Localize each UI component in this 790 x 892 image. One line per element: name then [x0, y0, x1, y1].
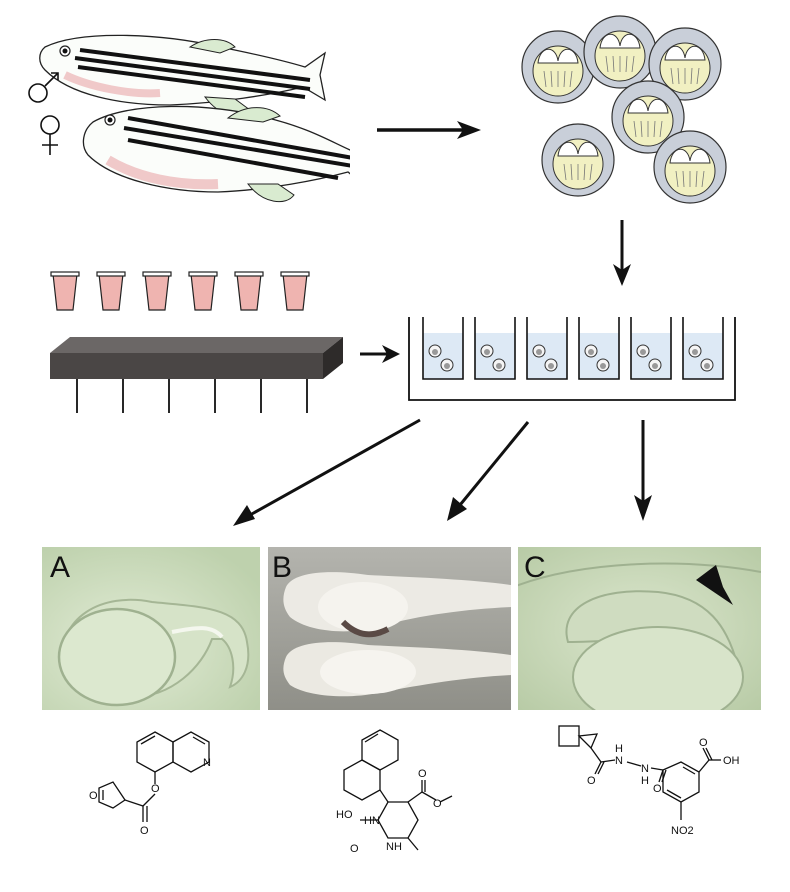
label-hydrazide-n2: N [641, 763, 649, 775]
female-symbol-icon [40, 115, 60, 155]
label-quinoline-n: N [203, 757, 211, 769]
compound-tube [280, 271, 310, 311]
result-arrows [233, 418, 652, 526]
compound-tube [96, 271, 126, 311]
compound-tube [50, 271, 80, 311]
well [526, 317, 568, 380]
chemical-structure-a: N O O O [89, 731, 211, 837]
well [682, 317, 724, 380]
arrow-right-small-icon [360, 345, 400, 363]
embryo-egg [583, 15, 657, 89]
label-carbonyl-o: O [140, 825, 149, 837]
male-symbol-icon [28, 72, 59, 103]
label-hydrazide-nh1: H [615, 743, 623, 755]
label-hydrazide-nh2: H [641, 775, 649, 787]
label-ho: HO [336, 809, 353, 821]
label-hydrazide-n1: N [615, 755, 623, 767]
well [578, 317, 620, 380]
chemical-structure-b: HO HN NH O O O [336, 729, 453, 855]
embryo-egg [611, 80, 685, 154]
well [474, 317, 516, 380]
well [630, 317, 672, 380]
compound-tubes [50, 271, 310, 311]
label-amide-o2: O [653, 783, 662, 795]
embryo-egg [653, 130, 727, 204]
panel-c-image [518, 547, 761, 710]
embryo-egg [521, 30, 595, 104]
label-urea-o: O [350, 843, 359, 855]
arrow-to-panel-b-icon [447, 421, 530, 521]
arrow-to-panel-a-icon [233, 418, 421, 526]
embryo-egg-cluster [521, 15, 727, 204]
well [422, 317, 464, 380]
arrow-to-panel-c-icon [634, 420, 652, 521]
well-plate [408, 317, 736, 401]
label-acid-oh: OH [723, 755, 740, 767]
label-furan-o: O [89, 790, 98, 802]
adult-fish-pair [28, 34, 350, 203]
label-nh-bottom: NH [386, 841, 402, 853]
label-nh-top: HN [364, 815, 380, 827]
compound-tube [234, 271, 264, 311]
compound-tube [188, 271, 218, 311]
label-acid-o: O [699, 737, 708, 749]
embryo-egg [648, 27, 722, 101]
arrow-down-icon [613, 220, 631, 286]
male-fish [39, 34, 327, 117]
label-amide-o1: O [587, 775, 596, 787]
panel-b-letter: B [272, 551, 293, 584]
female-fish [82, 105, 350, 203]
panel-b-image [268, 547, 511, 710]
label-ester2-o1: O [418, 768, 427, 780]
compound-tube [142, 271, 172, 311]
panel-c-letter: C [524, 551, 546, 584]
embryo-egg [541, 123, 615, 197]
pin-transfer-tool [50, 337, 343, 413]
label-nitro: NO2 [671, 825, 694, 837]
panel-a-letter: A [50, 551, 71, 584]
panel-a-image [42, 547, 260, 710]
label-ester2-o2: O [433, 798, 442, 810]
arrow-right-icon [377, 121, 481, 139]
chemical-structure-c: H N N H O O OH O NO2 [558, 725, 740, 837]
label-ester-o: O [151, 783, 160, 795]
